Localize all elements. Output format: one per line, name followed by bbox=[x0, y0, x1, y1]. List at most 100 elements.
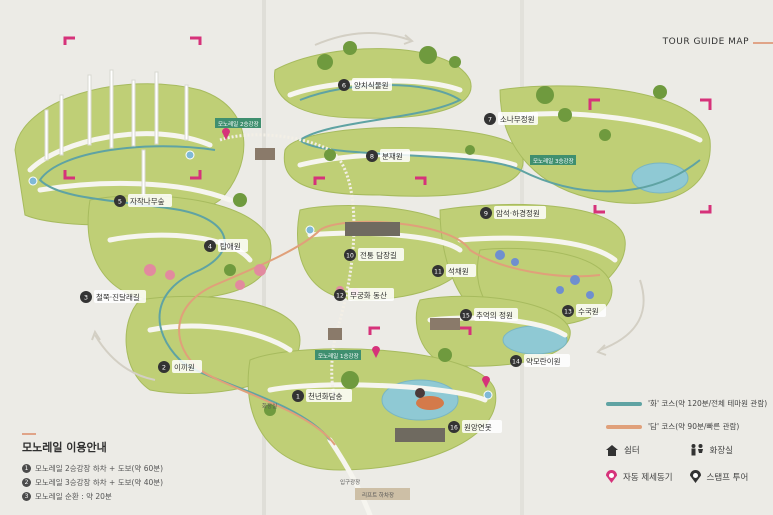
defibrillator-icon bbox=[372, 346, 380, 358]
station-labels: 모노레일 2승강장 모노레일 3승강장 모노레일 1승강장 화장실 입구광장 리… bbox=[215, 118, 576, 499]
svg-text:양치식물원: 양치식물원 bbox=[354, 81, 389, 90]
svg-text:8: 8 bbox=[370, 153, 374, 161]
defibrillator-icon bbox=[222, 128, 230, 140]
svg-text:15: 15 bbox=[462, 313, 470, 320]
svg-text:자작나무숲: 자작나무숲 bbox=[130, 196, 165, 206]
svg-text:천년화담송: 천년화담송 bbox=[308, 391, 343, 401]
svg-text:이끼원: 이끼원 bbox=[174, 362, 195, 372]
svg-text:모노레일 2승강장: 모노레일 2승강장 bbox=[218, 120, 259, 128]
spot-10: 10 전통 담장길 bbox=[344, 248, 404, 261]
legend-stamp-label: 스탬프 투어 bbox=[706, 472, 749, 483]
svg-text:수국원: 수국원 bbox=[578, 307, 599, 316]
svg-text:6: 6 bbox=[342, 82, 346, 90]
spot-15: 15 추억의 정원 bbox=[460, 308, 518, 321]
legend-stamp: 스탬프 투어 bbox=[689, 470, 773, 483]
svg-text:화장실: 화장실 bbox=[262, 402, 277, 410]
stamp-icon bbox=[185, 150, 195, 160]
legend-defibrillator-label: 자동 제세동기 bbox=[623, 472, 673, 483]
svg-text:약모란이원: 약모란이원 bbox=[526, 356, 561, 366]
legend-course-blue-label: '화' 코스(약 120분/전체 테마원 관람) bbox=[648, 399, 768, 408]
svg-text:철쭉·진달래길: 철쭉·진달래길 bbox=[96, 292, 140, 302]
legend-course-orange: '담' 코스(약 90분/빠른 관람) bbox=[606, 421, 773, 432]
spot-3: 3 철쭉·진달래길 bbox=[80, 290, 146, 303]
svg-text:5: 5 bbox=[118, 198, 122, 206]
spot-4: 4 탑애원 bbox=[204, 239, 248, 252]
svg-text:13: 13 bbox=[564, 309, 572, 316]
svg-text:7: 7 bbox=[488, 116, 492, 124]
direction-arrows bbox=[91, 32, 645, 381]
svg-text:암석·하경정원: 암석·하경정원 bbox=[496, 208, 540, 218]
legend-restroom-label: 화장실 bbox=[709, 446, 733, 456]
svg-text:4: 4 bbox=[208, 243, 212, 251]
svg-text:12: 12 bbox=[336, 293, 344, 300]
legend-shelter-label: 쉼터 bbox=[624, 446, 640, 456]
blue-course-swatch bbox=[606, 401, 642, 406]
header-accent-line bbox=[753, 42, 773, 44]
svg-text:전통 담장길: 전통 담장길 bbox=[360, 250, 397, 260]
svg-text:탑애원: 탑애원 bbox=[220, 242, 241, 251]
info-number-badge: 3 bbox=[22, 492, 31, 501]
course-line-orange bbox=[178, 220, 601, 446]
spot-7: 7 소나무정원 bbox=[484, 112, 538, 125]
legend-restroom: 화장실 bbox=[690, 444, 773, 456]
monorail-info-box: 모노레일 이용안내 1 모노레일 2승강장 하차 + 도보(약 60분) 2 모… bbox=[22, 433, 272, 505]
svg-text:무궁화 동산: 무궁화 동산 bbox=[350, 290, 387, 300]
orange-course-swatch bbox=[606, 424, 642, 429]
legend-icon-grid: 쉼터 화장실 자동 제세동기 스탬프 투어 bbox=[606, 444, 773, 483]
monorail-info-line: 3 모노레일 순환 : 약 20분 bbox=[22, 491, 272, 502]
legend-shelter: 쉼터 bbox=[606, 444, 690, 456]
info-number-badge: 1 bbox=[22, 464, 31, 473]
svg-text:9: 9 bbox=[484, 210, 488, 218]
defibrillator-icon bbox=[482, 376, 490, 388]
spot-5: 5 자작나무숲 bbox=[114, 194, 172, 207]
monorail-info-title: 모노레일 이용안내 bbox=[22, 433, 272, 455]
theme-area-brackets bbox=[63, 36, 712, 335]
map-markers bbox=[28, 128, 493, 400]
spot-12: 12 무궁화 동산 bbox=[334, 288, 394, 301]
info-number-badge: 2 bbox=[22, 478, 31, 487]
info-line-text: 모노레일 3승강장 하차 + 도보(약 40분) bbox=[35, 478, 164, 487]
spot-6: 6 양치식물원 bbox=[338, 78, 392, 91]
monorail-info-line: 1 모노레일 2승강장 하차 + 도보(약 60분) bbox=[22, 463, 272, 474]
svg-text:추억의 정원: 추억의 정원 bbox=[476, 310, 513, 320]
defibrillator-icon bbox=[606, 470, 617, 483]
stamp-icon bbox=[689, 470, 701, 483]
spot-8: 8 분재원 bbox=[366, 149, 410, 162]
legend-course-orange-label: '담' 코스(약 90분/빠른 관람) bbox=[648, 422, 740, 431]
svg-text:16: 16 bbox=[450, 425, 458, 432]
svg-text:1: 1 bbox=[296, 393, 300, 401]
svg-text:입구광장: 입구광장 bbox=[340, 478, 360, 486]
svg-text:11: 11 bbox=[434, 269, 442, 276]
map-header: TOUR GUIDE MAP bbox=[662, 37, 749, 47]
spot-13: 13 수국원 bbox=[562, 304, 606, 317]
map-legend: '화' 코스(약 120분/전체 테마원 관람) '담' 코스(약 90분/빠른… bbox=[606, 398, 773, 483]
svg-text:3: 3 bbox=[84, 294, 88, 302]
tree-icons bbox=[44, 41, 667, 416]
monorail-info-line: 2 모노레일 3승강장 하차 + 도보(약 40분) bbox=[22, 477, 272, 488]
svg-text:리프트 하차장: 리프트 하차장 bbox=[362, 491, 394, 499]
svg-text:분재원: 분재원 bbox=[382, 152, 403, 161]
svg-text:소나무정원: 소나무정원 bbox=[500, 114, 535, 124]
info-line-text: 모노레일 순환 : 약 20분 bbox=[35, 492, 112, 501]
buildings bbox=[255, 148, 460, 500]
info-line-text: 모노레일 2승강장 하차 + 도보(약 60분) bbox=[35, 464, 164, 473]
spot-16: 16 원앙연못 bbox=[448, 420, 502, 433]
svg-text:모노레일 1승강장: 모노레일 1승강장 bbox=[318, 352, 359, 360]
duck-icon bbox=[415, 388, 444, 410]
stamp-icon bbox=[28, 176, 38, 186]
shelter-icon bbox=[606, 444, 618, 456]
svg-text:10: 10 bbox=[346, 253, 354, 260]
stamp-icon bbox=[305, 225, 315, 235]
legend-defibrillator: 자동 제세동기 bbox=[606, 470, 690, 483]
spot-2: 2 이끼원 bbox=[158, 360, 202, 373]
restroom-icon bbox=[691, 444, 703, 456]
svg-text:석채원: 석채원 bbox=[448, 266, 469, 276]
svg-text:2: 2 bbox=[162, 364, 166, 372]
svg-text:원앙연못: 원앙연못 bbox=[464, 422, 492, 432]
svg-text:모노레일 3승강장: 모노레일 3승강장 bbox=[533, 157, 574, 165]
spot-9: 9 암석·하경정원 bbox=[480, 206, 546, 219]
spot-11: 11 석채원 bbox=[432, 264, 476, 277]
